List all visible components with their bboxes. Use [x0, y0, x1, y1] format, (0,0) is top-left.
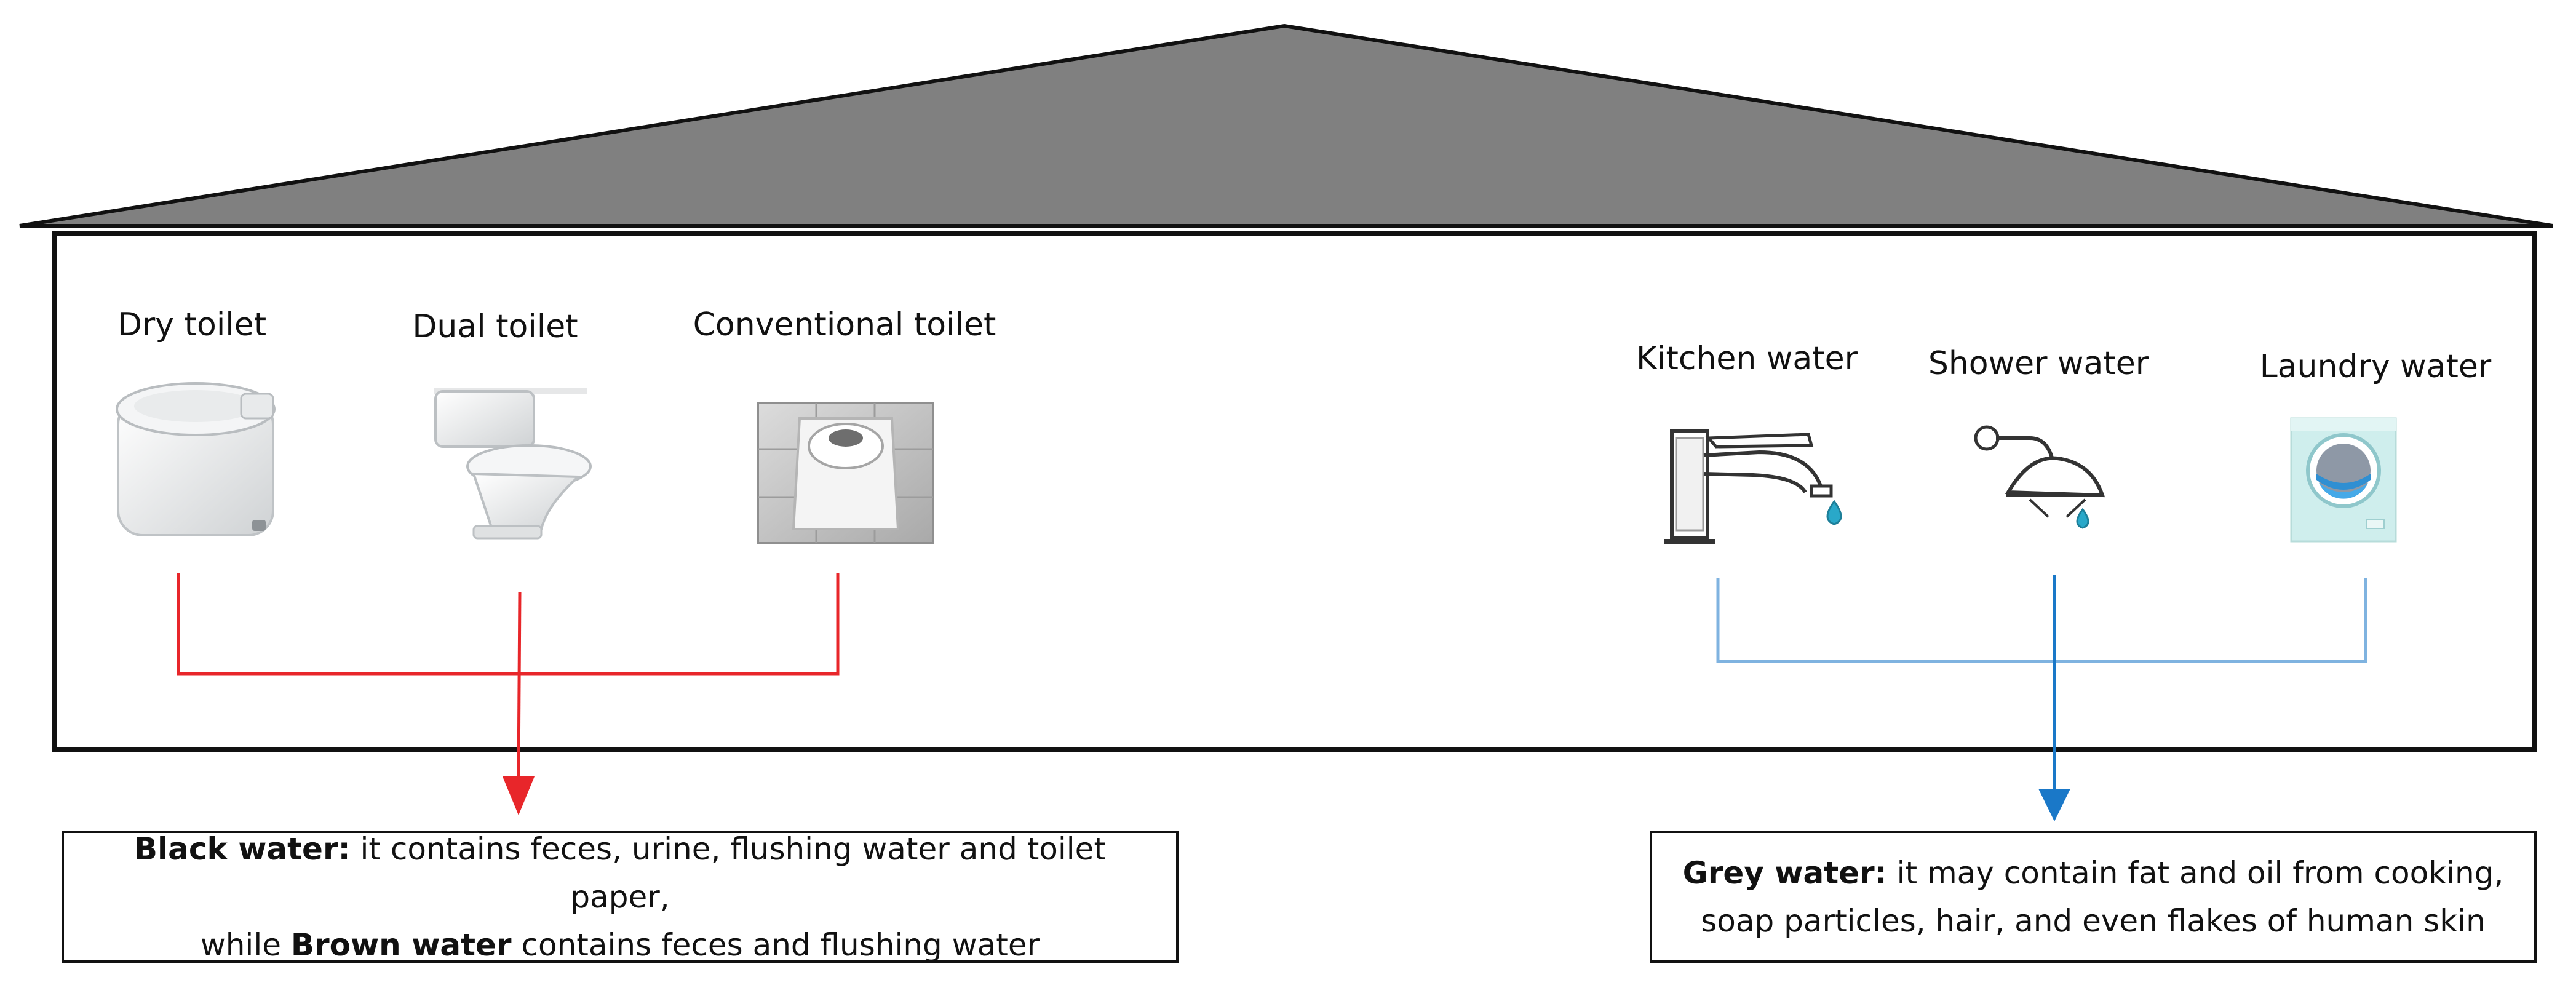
- source-label-kitchen-water: Kitchen water: [1636, 340, 1858, 377]
- house-body: [52, 231, 2537, 752]
- house-roof: [19, 23, 2553, 228]
- squat-toilet-icon: [757, 402, 934, 544]
- black-water-note-line2: while Brown water contains feces and flu…: [82, 921, 1158, 969]
- source-label-laundry-water: Laundry water: [2260, 348, 2492, 385]
- black-water-note-line1: Black water: it contains feces, urine, f…: [82, 825, 1158, 921]
- source-label-conventional-toilet: Conventional toilet: [693, 306, 996, 343]
- grey-water-term: Grey water:: [1682, 855, 1887, 891]
- black-water-note-text: Black water: it contains feces, urine, f…: [82, 825, 1158, 969]
- brown-water-term: Brown water: [290, 927, 512, 963]
- grey-water-note: Grey water: it may contain fat and oil f…: [1650, 831, 2537, 963]
- grey-water-flow: [1716, 575, 2367, 821]
- black-water-connector: while: [200, 927, 291, 963]
- grey-water-note-text: Grey water: it may contain fat and oil f…: [1683, 849, 2504, 945]
- grey-water-note-line1: Grey water: it may contain fat and oil f…: [1683, 849, 2504, 897]
- washing-machine-icon: [2290, 417, 2397, 543]
- grey-water-arrowhead: [2038, 789, 2070, 821]
- dry-toilet-icon: [116, 382, 276, 536]
- black-water-term: Black water:: [133, 831, 351, 867]
- black-water-description: it contains feces, urine, flushing water…: [350, 831, 1107, 915]
- grey-water-description: it may contain fat and oil from cooking,: [1886, 855, 2504, 891]
- black-water-note: Black water: it contains feces, urine, f…: [62, 831, 1179, 963]
- black-water-flow: [177, 573, 840, 815]
- dual-toilet-icon: [434, 388, 592, 540]
- shower-head-icon: [1974, 425, 2105, 529]
- source-label-dry-toilet: Dry toilet: [117, 306, 266, 343]
- source-label-dual-toilet: Dual toilet: [412, 308, 578, 345]
- source-label-shower-water: Shower water: [1928, 345, 2149, 382]
- brown-water-description: contains feces and flushing water: [511, 927, 1040, 963]
- grey-water-note-line2: soap particles, hair, and even flakes of…: [1701, 903, 2486, 939]
- black-water-arrowhead: [503, 776, 535, 815]
- kitchen-faucet-icon: [1664, 429, 1842, 544]
